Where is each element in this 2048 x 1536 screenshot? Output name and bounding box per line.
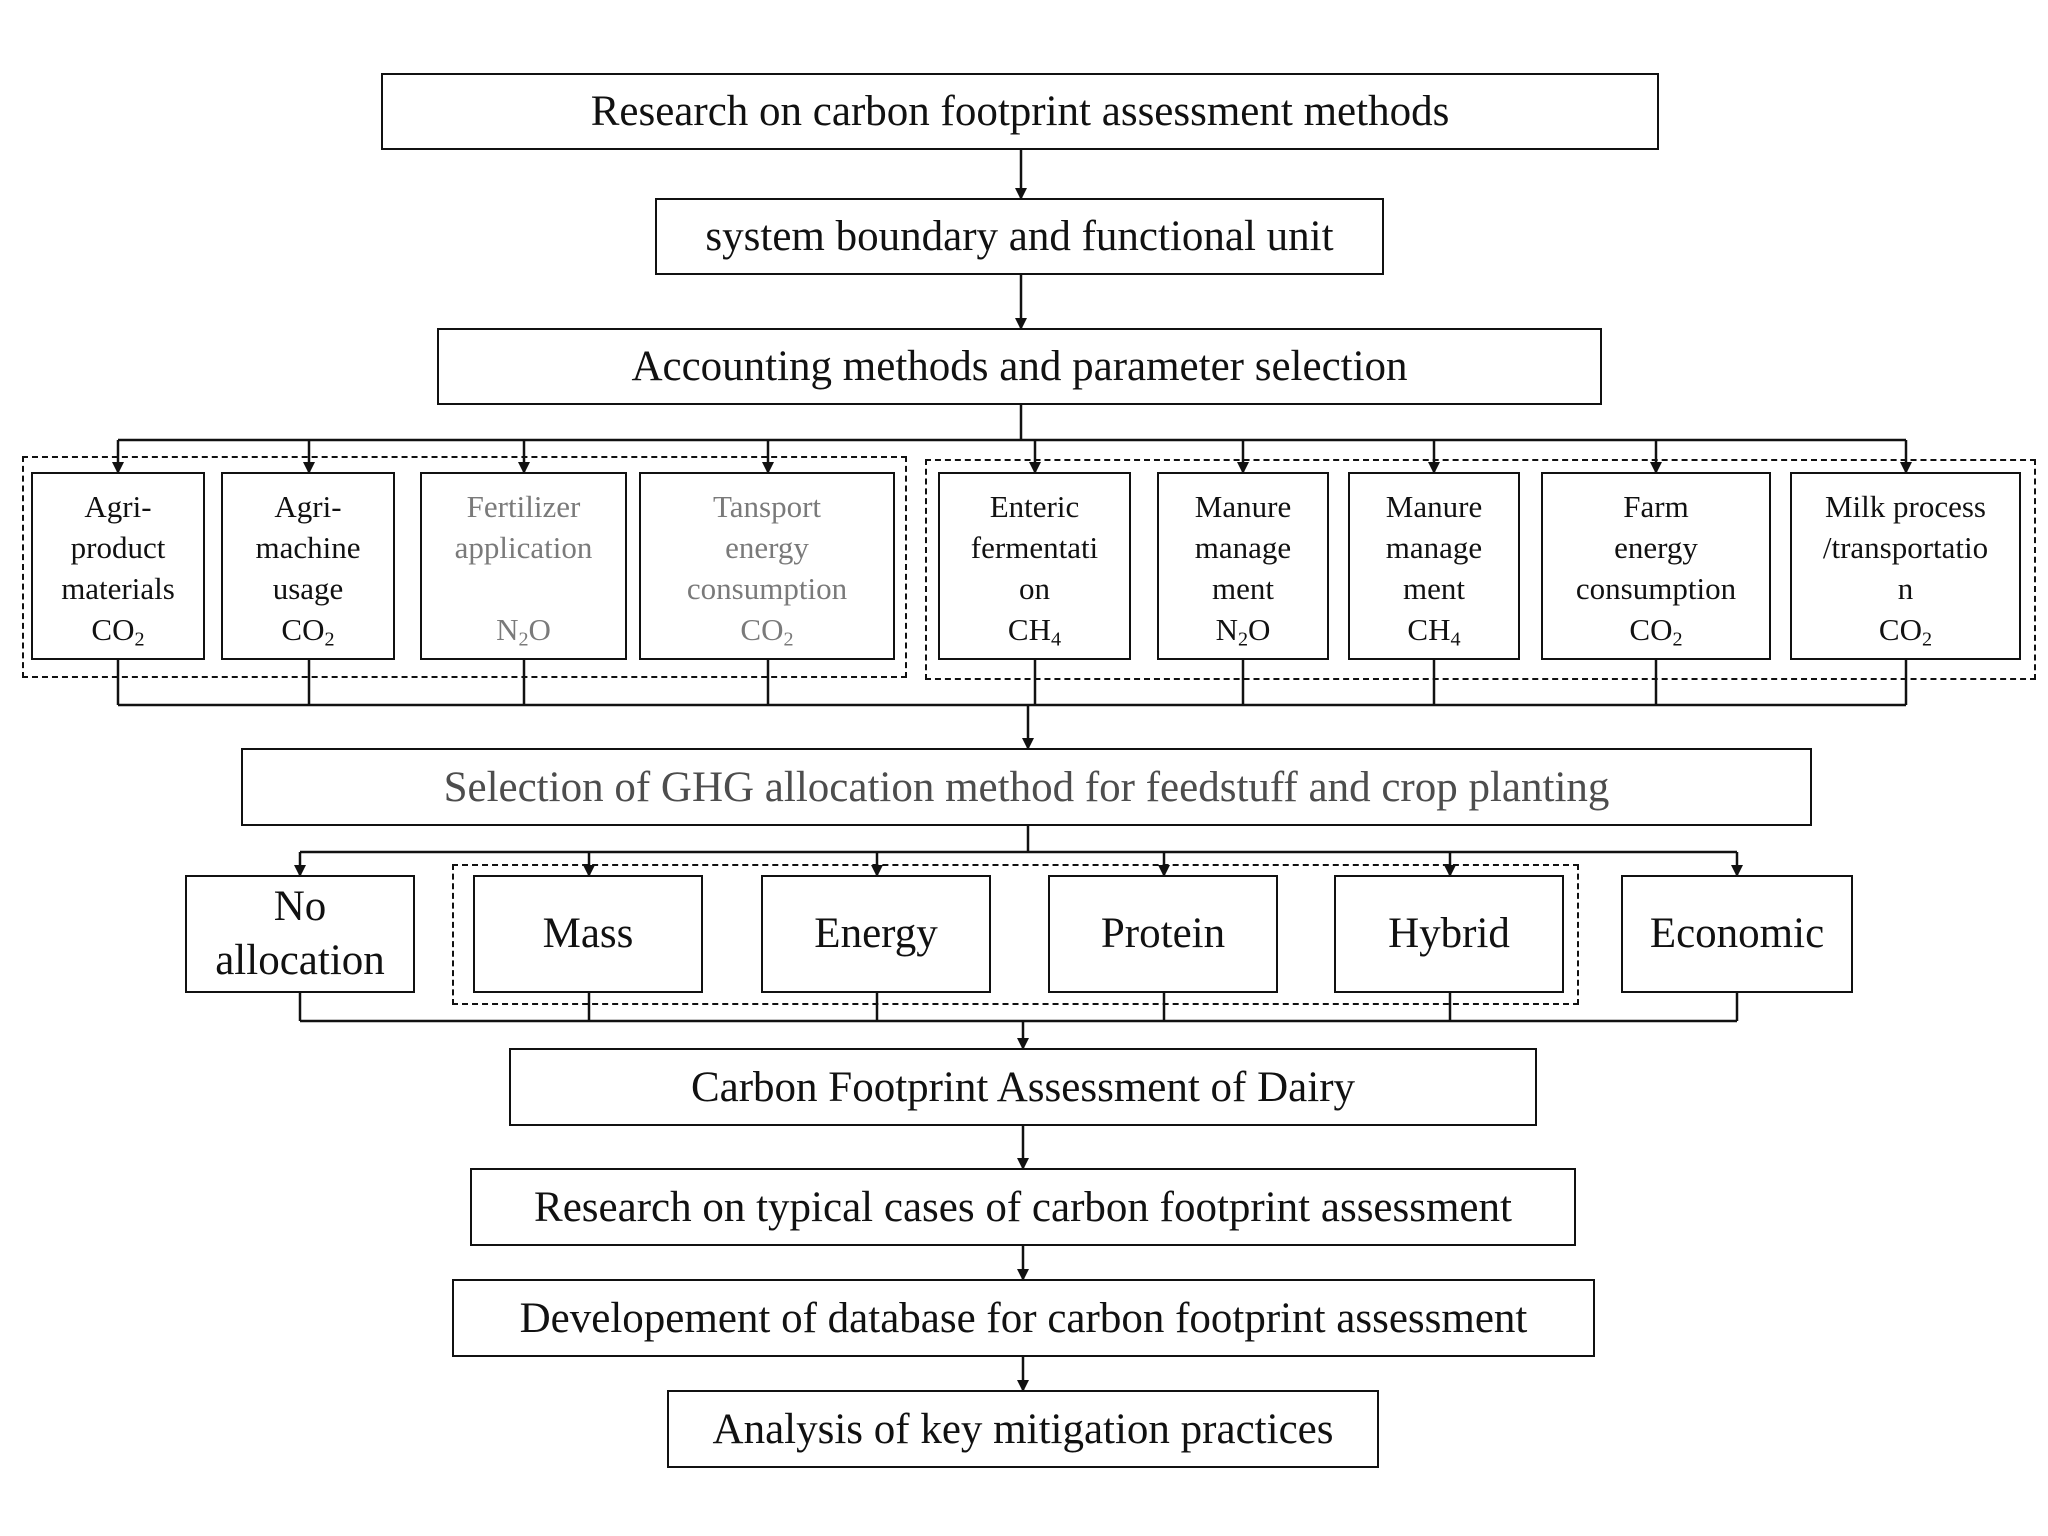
step-ghg-allocation-label: Selection of GHG allocation method for f… (443, 763, 1610, 811)
method-mass-label: Mass (542, 910, 634, 957)
group-allocation-methods (452, 864, 1579, 1005)
group-livestock-emissions (925, 459, 2036, 680)
step-typical-cases-label: Research on typical cases of carbon foot… (534, 1183, 1512, 1231)
step-accounting-methods-label: Accounting methods and parameter selecti… (631, 343, 1408, 390)
gas-label: CH4 (1407, 612, 1461, 651)
method-energy: Energy (761, 875, 991, 993)
group-crop-planting-emissions (22, 456, 907, 678)
step-mitigation-label: Analysis of key mitigation practices (712, 1405, 1334, 1453)
step-accounting-methods: Accounting methods and parameter selecti… (437, 328, 1602, 405)
method-hybrid-label: Hybrid (1388, 910, 1510, 957)
gas-label: N2O (1215, 612, 1271, 651)
gas-label: CO2 (1629, 612, 1683, 651)
gas-label: CO2 (91, 612, 145, 651)
step-typical-cases: Research on typical cases of carbon foot… (470, 1168, 1576, 1246)
step-carbon-footprint-dairy-label: Carbon Footprint Assessment of Dairy (690, 1063, 1356, 1111)
step-mitigation: Analysis of key mitigation practices (667, 1390, 1379, 1468)
gas-label: N2O (496, 612, 551, 651)
gas-label: CH4 (1007, 612, 1062, 651)
step-ghg-allocation: Selection of GHG allocation method for f… (241, 748, 1812, 826)
method-protein-label: Protein (1100, 910, 1226, 957)
step-research-methods: Research on carbon footprint assessment … (381, 73, 1659, 150)
step-system-boundary: system boundary and functional unit (655, 198, 1384, 275)
step-research-methods-label: Research on carbon footprint assessment … (590, 88, 1450, 135)
step-database: Developement of database for carbon foot… (452, 1279, 1595, 1357)
gas-label: CO2 (740, 612, 794, 651)
step-carbon-footprint-dairy: Carbon Footprint Assessment of Dairy (509, 1048, 1537, 1126)
method-mass: Mass (473, 875, 703, 993)
method-economic: Economic (1621, 875, 1853, 993)
gas-label: CO2 (281, 612, 335, 651)
step-database-label: Developement of database for carbon foot… (519, 1294, 1528, 1342)
method-economic-label: Economic (1649, 910, 1825, 957)
method-energy-label: Energy (814, 910, 938, 957)
gas-label: CO2 (1878, 612, 1933, 651)
method-protein: Protein (1048, 875, 1278, 993)
method-hybrid: Hybrid (1334, 875, 1564, 993)
step-system-boundary-label: system boundary and functional unit (705, 213, 1334, 260)
